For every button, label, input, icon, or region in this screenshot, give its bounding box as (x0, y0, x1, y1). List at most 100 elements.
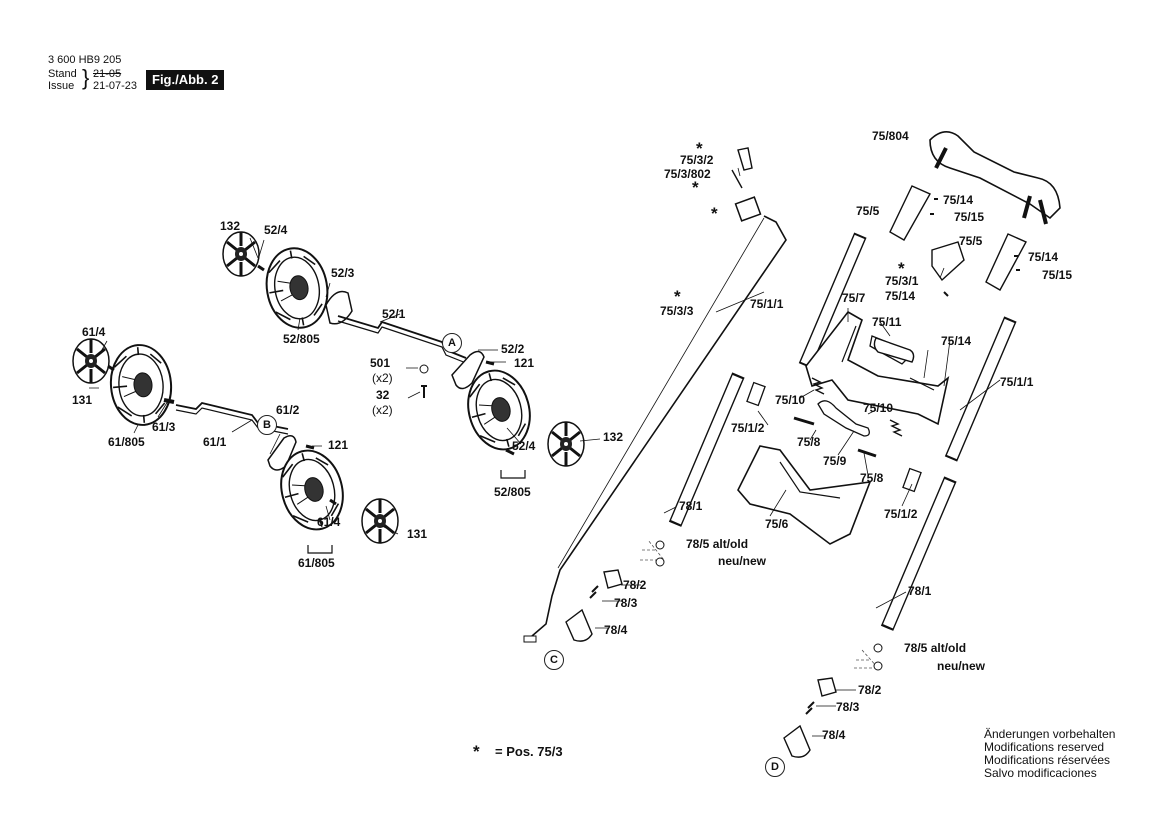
label-neu-new-left: neu/new (718, 554, 767, 568)
label-75-10-b: 75/10 (863, 401, 894, 415)
label-61-2: 61/2 (276, 403, 300, 417)
clip-75-1-2-a (746, 381, 766, 407)
note-es: Salvo modificaciones (984, 766, 1097, 780)
label-52-1: 52/1 (382, 307, 406, 321)
label-121-upper: 121 (514, 356, 535, 370)
label-132-lower: 132 (603, 430, 624, 444)
label-75-1-1-left: 75/1/1 (750, 297, 784, 311)
clip-75-1-2-b (902, 467, 922, 493)
clamp-78-2-b (817, 677, 837, 697)
note-de: Änderungen vorbehalten (984, 727, 1116, 741)
asterisk-75-3-2: * (696, 139, 703, 158)
hubcap-131-lower (360, 497, 400, 545)
label-52-3: 52/3 (331, 266, 355, 280)
cover-75-3-1 (931, 241, 965, 282)
lever-75-9 (817, 400, 870, 437)
old-date: 21-05 (93, 68, 122, 80)
lower-tube-78-1-right (880, 476, 957, 631)
label-75-3-3: 75/3/3 (660, 304, 694, 318)
label-501: 501 (370, 356, 391, 370)
label-75-3-2: 75/3/2 (680, 153, 714, 167)
label-75-15-a: 75/15 (954, 210, 985, 224)
figure-badge: Fig./Abb. 2 (146, 70, 225, 90)
label-neu-new-right: neu/new (937, 659, 986, 673)
label-78-1-left: 78/1 (679, 499, 703, 513)
label-52-4-upper: 52/4 (264, 223, 288, 237)
callout-c: C (544, 650, 564, 670)
modification-notes: Änderungen vorbehalten Modifications res… (984, 728, 1115, 780)
label-78-2-right: 78/2 (858, 683, 882, 697)
asterisk-legend: * (473, 742, 480, 761)
label-78-2-left: 78/2 (623, 578, 647, 592)
asterisk-connector: * (711, 204, 718, 223)
frame-75-7 (805, 310, 950, 426)
callout-d: D (765, 757, 785, 777)
label-75-10-a: 75/10 (775, 393, 806, 407)
connector-75-3-2 (731, 147, 753, 189)
grip-75-5-a (889, 185, 931, 241)
label-75-1-1-right: 75/1/1 (1000, 375, 1034, 389)
label-75-14-b: 75/14 (1028, 250, 1059, 264)
bearing-52-4 (257, 264, 265, 272)
label-121-lower: 121 (328, 438, 349, 452)
label-75-7: 75/7 (842, 291, 866, 305)
label-61-4-upper: 61/4 (82, 325, 106, 339)
label-61-805-upper: 61/805 (108, 435, 145, 449)
bracket-52-3 (325, 290, 353, 325)
label-78-5-right: 78/5 alt/old (904, 641, 967, 655)
label-52-805-lower: 52/805 (494, 485, 531, 499)
label-75-5-b: 75/5 (959, 234, 983, 248)
label-75-1-2-b: 75/1/2 (884, 507, 918, 521)
label-75-15-b: 75/15 (1042, 268, 1073, 282)
label-x2-b: (x2) (372, 403, 393, 417)
label-75-1-2-a: 75/1/2 (731, 421, 765, 435)
wheel-52-805 (259, 242, 335, 334)
label-75-3-802: 75/3/802 (664, 167, 711, 181)
label-75-8-a: 75/8 (797, 435, 821, 449)
height-lever-52-2 (451, 350, 485, 390)
legend-text: = Pos. 75/3 (495, 744, 563, 759)
label-32: 32 (376, 388, 390, 402)
label-75-804: 75/804 (872, 129, 909, 143)
stand-label: Stand (48, 68, 77, 80)
label-61-4-lower: 61/4 (317, 515, 341, 529)
note-en: Modifications reserved (984, 740, 1105, 754)
bushing-61-3 (163, 398, 175, 404)
hubcap-132-upper (221, 230, 261, 278)
knob-75-11 (873, 337, 915, 363)
label-75-14-c: 75/14 (885, 289, 916, 303)
label-78-4-left: 78/4 (604, 623, 628, 637)
spring-75-10-b (889, 419, 903, 437)
issue-label: Issue (48, 80, 75, 92)
asterisk-75-3-3: * (674, 287, 681, 306)
clamp-78-2-a (603, 569, 623, 589)
cable-75-3-3 (531, 215, 787, 637)
asterisk-75-3-802: * (692, 178, 699, 197)
new-date: 21-07-23 (93, 80, 138, 92)
label-75-9: 75/9 (823, 454, 847, 468)
label-131-lower: 131 (407, 527, 428, 541)
label-78-3-right: 78/3 (836, 700, 860, 714)
brace-glyph: } (82, 65, 90, 90)
asterisk-75-3-1: * (898, 259, 905, 278)
label-75-3-1: 75/3/1 (885, 274, 919, 288)
axle-52-1-inner (337, 320, 467, 364)
label-132-upper: 132 (220, 219, 241, 233)
doc-number: 3 600 HB9 205 (48, 54, 122, 66)
label-x2-a: (x2) (372, 371, 393, 385)
label-131-upper: 131 (72, 393, 93, 407)
label-78-4-right: 78/4 (822, 728, 846, 742)
label-75-8-b: 75/8 (860, 471, 884, 485)
callout-b: B (257, 415, 277, 435)
wheel-61-805 (106, 341, 176, 429)
label-75-11: 75/11 (872, 315, 902, 329)
cover-78-4-a (565, 608, 593, 642)
label-52-2: 52/2 (501, 342, 525, 356)
label-75-6: 75/6 (765, 517, 789, 531)
hubcap-132-lower (546, 420, 586, 468)
label-78-3-left: 78/3 (614, 596, 638, 610)
height-lever-61-2 (267, 435, 297, 471)
label-52-805-upper: 52/805 (283, 332, 320, 346)
label-61-1: 61/1 (203, 435, 227, 449)
